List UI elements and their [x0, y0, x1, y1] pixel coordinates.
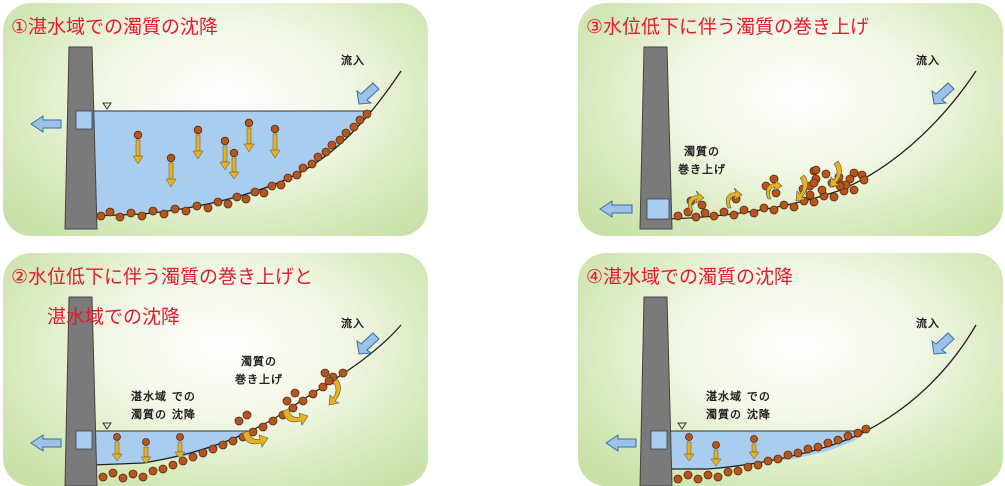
reservoir-water	[93, 431, 251, 465]
panel-4-settling: ④湛水域での濁質の沈降 流入 湛水域 での 濁質の 沈降	[578, 253, 1003, 486]
panel-1-diagram	[30, 46, 402, 230]
resuspension-label-line1: 濁質の	[241, 355, 277, 368]
settling-label-line1: 湛水域 での	[706, 390, 771, 403]
water-level-icon	[677, 422, 687, 432]
outflow-arrow	[599, 200, 633, 218]
panel-2-title-line1: ②水位低下に伴う濁質の巻き上げと	[11, 266, 314, 288]
inflow-label: 流入	[916, 54, 940, 67]
panel-2-resuspension-and-settling: ②水位低下に伴う濁質の巻き上げと 湛水域での沈降 流入 濁質の 巻き上げ 湛水域…	[3, 253, 428, 486]
panel-3-resuspension: ③水位低下に伴う濁質の巻き上げ 流入 濁質の 巻き上げ	[578, 3, 1003, 236]
resuspension-label-line1: 濁質の	[684, 145, 720, 158]
settling-label-line1: 湛水域 での	[131, 390, 196, 403]
panel-2-diagram	[30, 296, 402, 486]
resuspension-arrows	[242, 378, 341, 448]
outflow-arrow	[30, 115, 62, 133]
settling-label: 湛水域 での 濁質の 沈降	[131, 388, 196, 424]
panel-3-title: ③水位低下に伴う濁質の巻き上げ	[586, 16, 870, 38]
resuspension-label-line2: 巻き上げ	[678, 163, 726, 176]
resuspension-label: 濁質の 巻き上げ	[235, 353, 283, 389]
settling-particles	[111, 433, 186, 465]
resuspension-label-line2: 巻き上げ	[235, 373, 283, 386]
inflow-arrow	[931, 82, 955, 105]
panel-4-diagram	[605, 296, 977, 486]
resuspension-arrows	[687, 160, 842, 212]
panel-4-title: ④湛水域での濁質の沈降	[586, 266, 794, 288]
outflow-arrow	[605, 434, 637, 452]
settling-label-line2: 濁質の 沈降	[706, 408, 771, 421]
settling-label: 湛水域 での 濁質の 沈降	[706, 388, 771, 424]
settling-particles	[132, 118, 281, 188]
dam-tower	[639, 46, 673, 230]
panel-2-title-line2: 湛水域での沈降	[47, 306, 181, 328]
dam-gate	[75, 430, 93, 450]
dam-gate	[650, 430, 668, 450]
inflow-arrow	[356, 332, 380, 355]
dam-tower	[64, 46, 98, 230]
deposited-sediment	[673, 424, 871, 484]
water-level-icon	[102, 102, 112, 112]
inflow-label: 流入	[341, 54, 365, 67]
dam-gate	[646, 198, 670, 220]
resuspension-label: 濁質の 巻き上げ	[678, 143, 726, 179]
inflow-arrow	[931, 332, 955, 355]
inflow-label: 流入	[916, 317, 940, 330]
inflow-arrow	[356, 82, 380, 105]
dam-tower	[639, 296, 673, 486]
deposited-sediment	[96, 109, 372, 222]
panel-1-title: ①湛水域での濁質の沈降	[11, 16, 219, 38]
settling-particles	[683, 433, 760, 467]
settling-label-line2: 濁質の 沈降	[131, 408, 196, 421]
inflow-label: 流入	[341, 317, 365, 330]
panel-3-diagram	[599, 46, 977, 230]
panel-1-settling: ①湛水域での濁質の沈降 流入	[3, 3, 428, 236]
dam-gate	[75, 110, 93, 130]
outflow-arrow	[30, 434, 62, 452]
water-level-icon	[102, 422, 112, 432]
deposited-sediment	[98, 368, 348, 483]
